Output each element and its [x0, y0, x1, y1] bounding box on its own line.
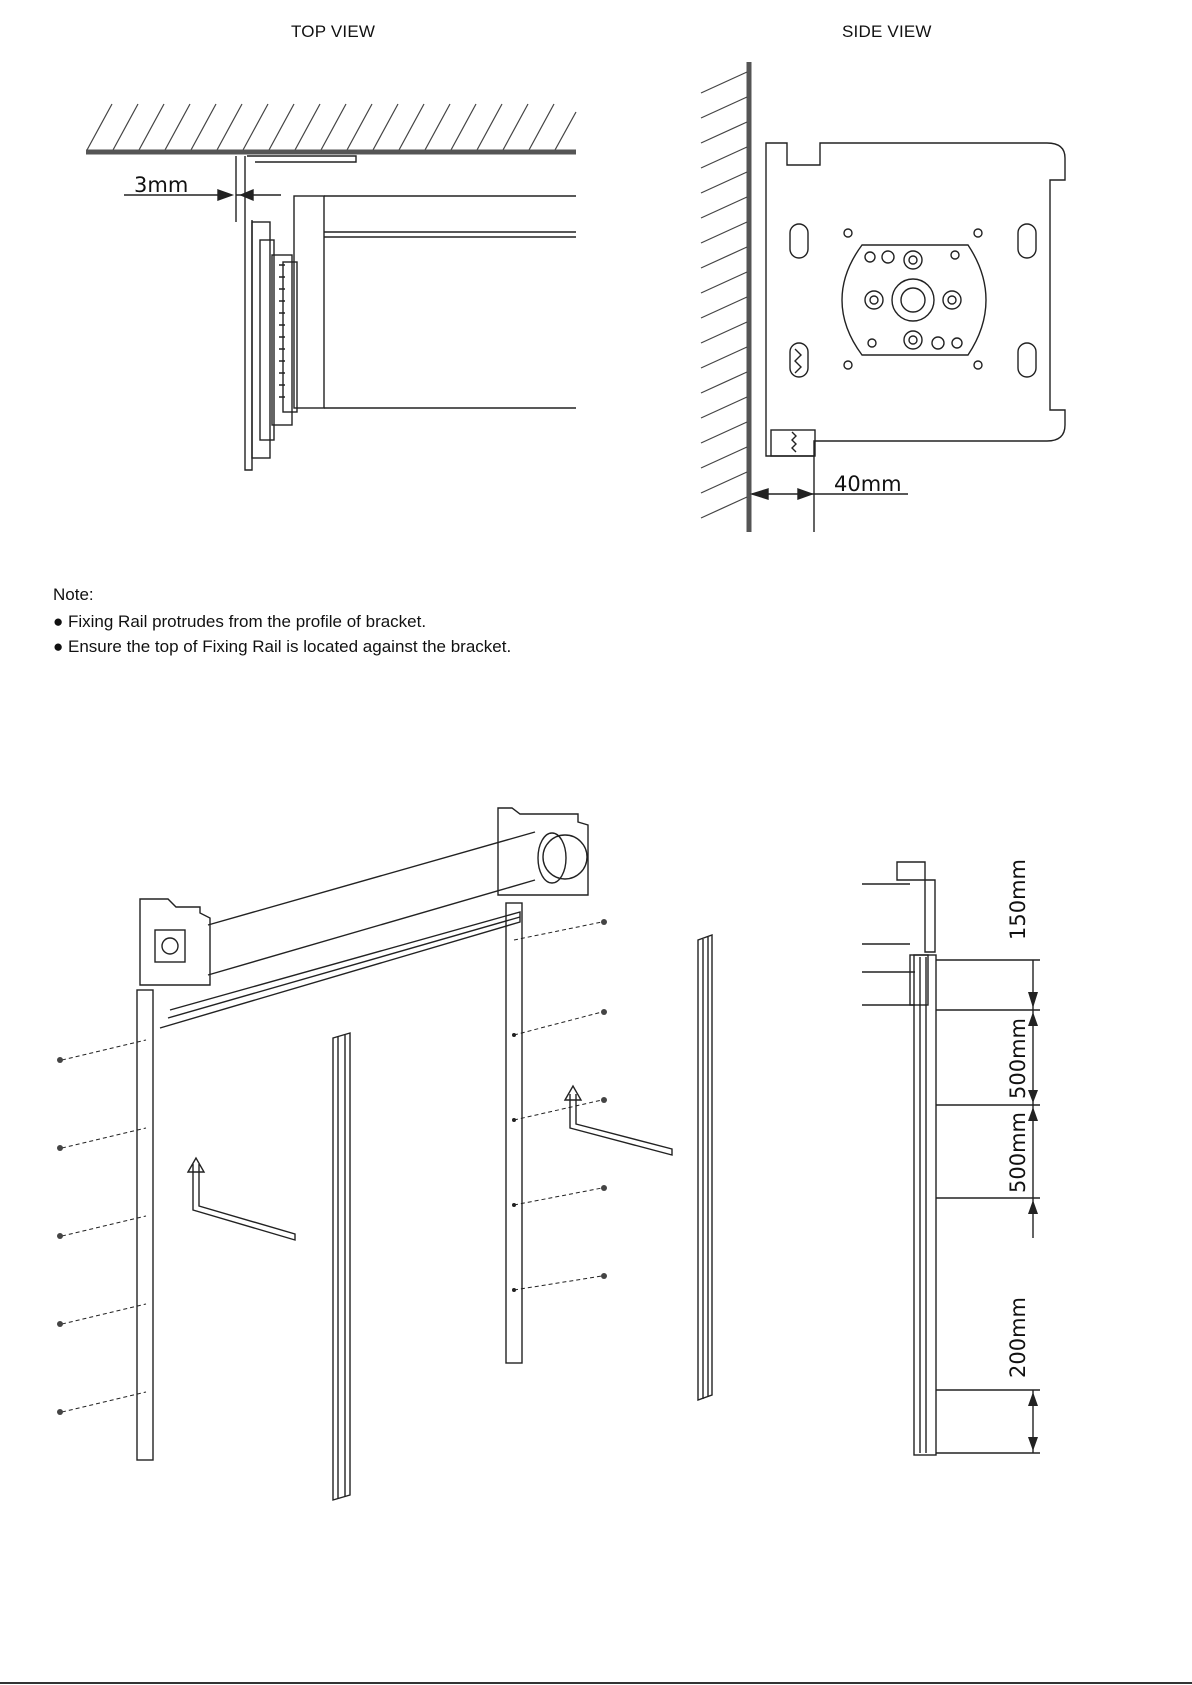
ceiling-hatch: [87, 104, 576, 150]
side-view-title: SIDE VIEW: [842, 22, 932, 42]
note-item: ● Fixing Rail protrudes from the profile…: [53, 612, 426, 632]
spacing-label-500-second: 500mm: [1006, 1112, 1030, 1193]
side-view-drawing: [701, 62, 1065, 532]
offset-dimension-label: 40mm: [834, 472, 902, 496]
wall-hatch: [701, 72, 747, 518]
gap-dimension-label: 3mm: [134, 173, 188, 197]
spacing-label-150: 150mm: [1006, 859, 1030, 940]
note-item: ● Ensure the top of Fixing Rail is locat…: [53, 637, 511, 657]
spacing-label-200: 200mm: [1006, 1297, 1030, 1378]
note-heading: Note:: [53, 585, 94, 605]
assembly-drawing: [57, 808, 712, 1500]
top-view-title: TOP VIEW: [291, 22, 375, 42]
top-view-drawing: [86, 104, 576, 470]
spacing-label-500-first: 500mm: [1006, 1018, 1030, 1099]
